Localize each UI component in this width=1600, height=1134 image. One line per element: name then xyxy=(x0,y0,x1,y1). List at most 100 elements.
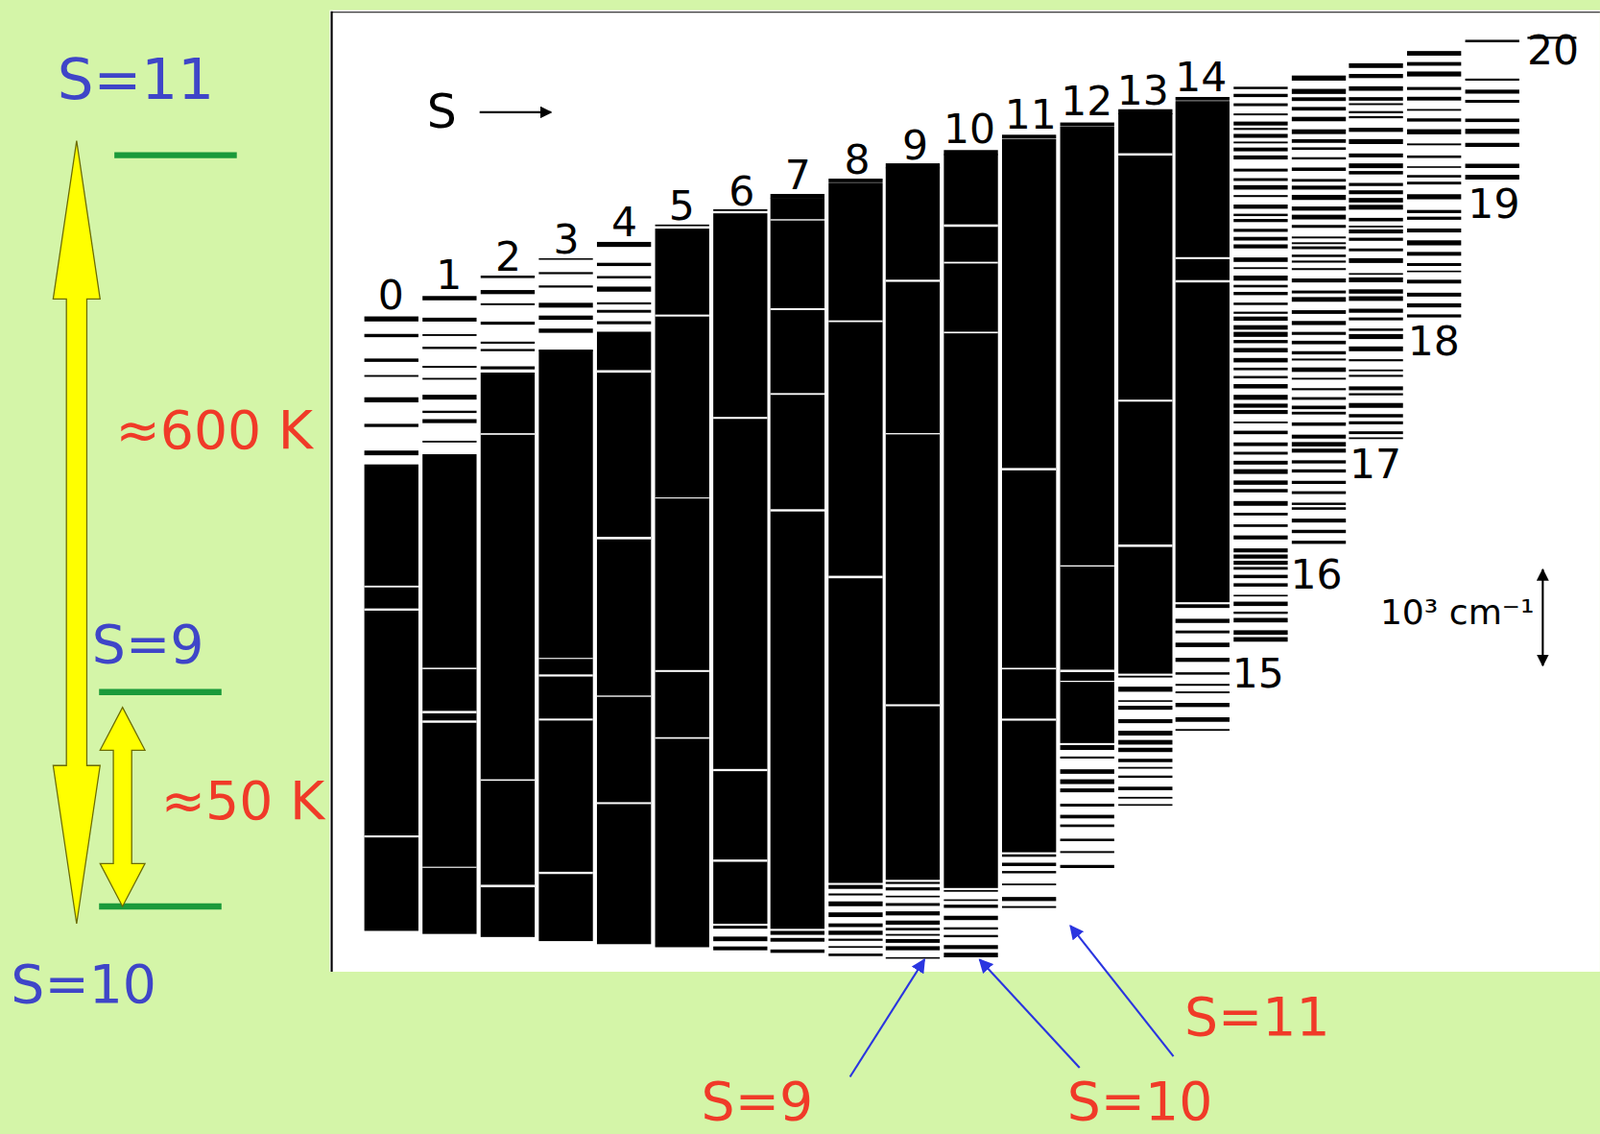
spectral-line xyxy=(1118,705,1172,710)
spin-label: S=10 xyxy=(10,957,157,1011)
column-number: 19 xyxy=(1467,183,1520,225)
spectral-line xyxy=(1233,237,1288,241)
spectral-line xyxy=(1233,94,1288,97)
spectral-line xyxy=(538,717,593,720)
spectral-line xyxy=(1175,280,1230,283)
column-number: 1 xyxy=(435,255,462,297)
spectral-line xyxy=(1291,529,1346,533)
spectral-line xyxy=(655,669,710,672)
spectral-line xyxy=(480,289,535,294)
spectral-line xyxy=(422,334,477,336)
spectral-line xyxy=(1002,668,1056,670)
spectral-line xyxy=(538,657,593,659)
spectral-line xyxy=(597,310,651,313)
spectral-line xyxy=(1233,637,1288,643)
spectral-line xyxy=(538,285,593,287)
spectral-line xyxy=(1233,121,1288,126)
spectral-line xyxy=(1175,702,1230,707)
spectral-line xyxy=(943,899,998,902)
spectral-line xyxy=(1002,854,1056,858)
spectral-line xyxy=(1291,146,1346,150)
spectral-line xyxy=(1407,292,1461,297)
spectral-line xyxy=(713,416,767,419)
spectral-line xyxy=(1291,290,1346,294)
column-number: 5 xyxy=(668,185,695,227)
spectral-line xyxy=(364,358,419,361)
spectral-line xyxy=(828,575,883,579)
spectral-line xyxy=(1291,139,1346,144)
spectral-line xyxy=(1291,351,1346,355)
spectral-line xyxy=(1348,163,1403,168)
spectral-line xyxy=(1233,339,1288,343)
spectral-line xyxy=(1348,317,1403,321)
spectral-line xyxy=(597,694,651,696)
spectral-line xyxy=(1233,548,1288,552)
spectral-line xyxy=(1118,766,1172,769)
spectral-line xyxy=(1407,313,1461,317)
spectral-line xyxy=(885,920,940,925)
spectral-line xyxy=(1465,128,1520,134)
spectral-line xyxy=(1118,699,1172,702)
spectral-line xyxy=(422,719,477,722)
spectral-line xyxy=(1233,185,1288,191)
spectral-line xyxy=(1118,544,1172,548)
spectral-line xyxy=(1291,278,1346,283)
spin-label: S=11 xyxy=(57,50,215,109)
spectral-line xyxy=(1060,864,1115,868)
spectral-line xyxy=(1175,630,1230,634)
spectral-line xyxy=(770,197,825,929)
spectral-line xyxy=(1291,397,1346,401)
spectral-line xyxy=(1233,574,1288,579)
spectral-line xyxy=(770,218,825,220)
spectral-line xyxy=(713,859,767,861)
spectral-line xyxy=(943,262,998,264)
spectral-line xyxy=(713,935,767,941)
spectral-line xyxy=(597,286,651,291)
spectral-line xyxy=(1291,377,1346,380)
leader-arrow xyxy=(1070,925,1173,1056)
spectral-line xyxy=(1348,183,1403,187)
spectral-line xyxy=(1118,113,1172,674)
spectral-line xyxy=(1407,303,1461,308)
spectral-line xyxy=(1348,430,1403,434)
scale-label: 10³ cm⁻¹ xyxy=(1380,595,1535,630)
spectral-line xyxy=(1291,540,1346,544)
spectral-line xyxy=(1060,779,1115,785)
spectral-line xyxy=(1233,285,1288,288)
column-number: 16 xyxy=(1289,553,1342,596)
scale-arrow xyxy=(1541,569,1544,666)
spectral-line xyxy=(1407,166,1461,168)
spectral-line xyxy=(480,341,535,344)
spectral-line xyxy=(1407,279,1461,284)
spectral-line xyxy=(655,737,710,740)
spectral-line xyxy=(1233,133,1288,138)
spectral-line xyxy=(1407,129,1461,135)
column-number: 12 xyxy=(1060,81,1113,123)
spectral-line xyxy=(1348,308,1403,312)
spectral-line xyxy=(1002,139,1056,853)
spectral-line xyxy=(1465,99,1520,103)
spectral-line xyxy=(1060,837,1115,841)
spectral-line xyxy=(1233,113,1288,116)
spectral-line xyxy=(1348,328,1403,332)
spectral-line xyxy=(1291,332,1346,335)
panel-border xyxy=(331,11,334,972)
spectral-line xyxy=(1407,210,1461,214)
spectral-line xyxy=(1233,594,1288,597)
spectral-line xyxy=(1291,320,1346,325)
spectral-line xyxy=(943,889,998,892)
spectral-line xyxy=(885,279,940,282)
spectral-line xyxy=(1348,403,1403,408)
spectral-line xyxy=(1348,116,1403,119)
spectral-line xyxy=(1348,296,1403,302)
spectral-line xyxy=(1233,141,1288,144)
spectral-line xyxy=(480,779,535,782)
spectral-line xyxy=(1348,358,1403,361)
spectral-line xyxy=(1233,266,1288,269)
spectral-line xyxy=(1233,394,1288,400)
spectral-line xyxy=(422,667,477,669)
spectral-line xyxy=(770,308,825,311)
spectral-line xyxy=(422,346,477,349)
spectral-line xyxy=(1407,71,1461,76)
spectral-line xyxy=(713,925,767,929)
